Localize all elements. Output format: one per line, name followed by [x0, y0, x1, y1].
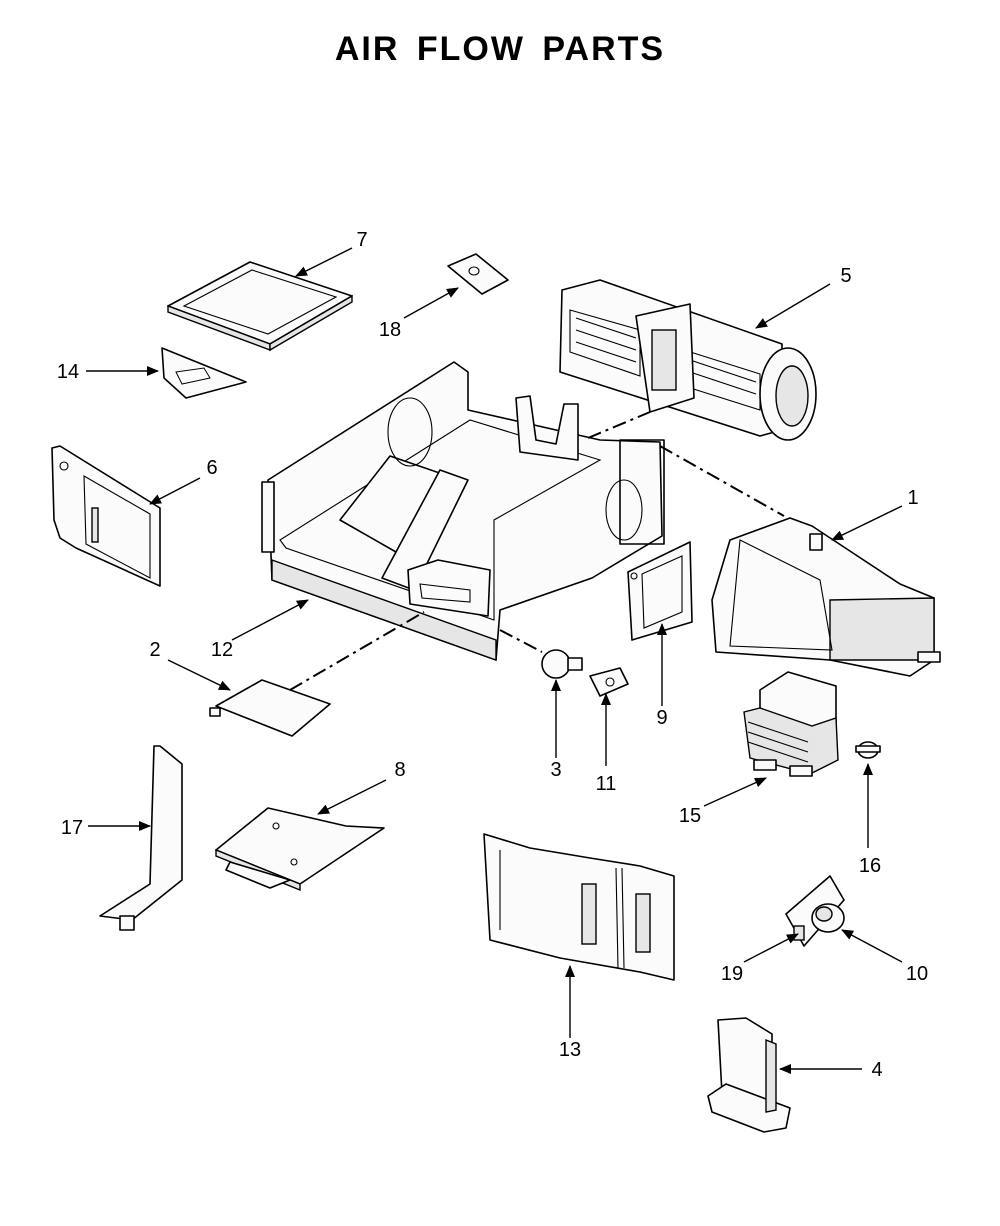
assembly-lines	[289, 411, 785, 691]
leader-arrows	[86, 247, 903, 1074]
part-8-tray	[215, 807, 385, 892]
part-13-panel	[483, 833, 675, 981]
part-18-plate	[447, 253, 509, 295]
callout-17: 17	[61, 817, 83, 839]
callout-6: 6	[206, 457, 217, 479]
callout-9: 9	[656, 707, 667, 729]
part-3-lamp	[541, 649, 583, 679]
part-6-bracket	[51, 445, 161, 587]
callout-5: 5	[840, 265, 851, 287]
callout-14: 14	[57, 361, 79, 383]
callout-10: 10	[906, 963, 928, 985]
part-7-filter	[167, 261, 353, 352]
callout-16: 16	[859, 855, 881, 877]
diagram-title: AIR FLOW PARTS	[334, 30, 666, 68]
part-17-bracket	[99, 745, 183, 931]
part-2-plate	[209, 679, 331, 737]
callout-7: 7	[356, 229, 367, 251]
callout-labels: 7 18 5 14 6 1 12 2 3 11 9 15 16 8 17 13 …	[57, 229, 928, 1081]
callout-13: 13	[559, 1039, 581, 1061]
callout-12: 12	[211, 639, 233, 661]
part-16-thermostat	[855, 741, 881, 759]
part-1-duct	[711, 517, 941, 677]
callout-4: 4	[871, 1059, 882, 1081]
callout-11: 11	[596, 773, 617, 795]
callout-8: 8	[394, 759, 405, 781]
part-5-blower	[559, 279, 817, 441]
part-10-motor	[811, 903, 845, 933]
callout-2: 2	[149, 639, 160, 661]
part-14-baffle	[161, 347, 247, 399]
callout-1: 1	[907, 487, 918, 509]
part-9-bracket	[627, 541, 693, 641]
callout-19: 19	[721, 963, 743, 985]
part-11-socket	[589, 667, 629, 697]
part-4-adapter	[707, 1017, 791, 1133]
callout-15: 15	[679, 805, 701, 827]
part-12-housing	[261, 361, 665, 661]
part-15-transformer	[743, 671, 839, 777]
callout-18: 18	[379, 319, 401, 341]
callout-3: 3	[550, 759, 561, 781]
